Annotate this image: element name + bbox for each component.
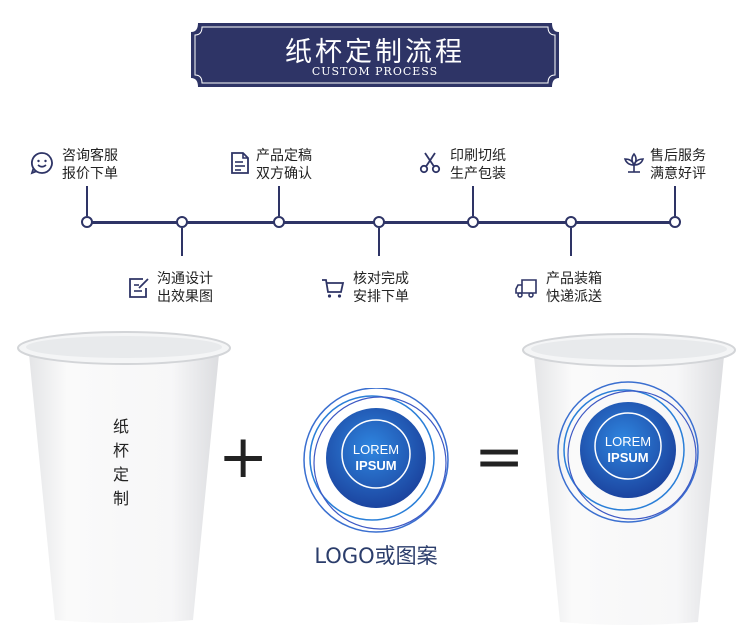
step-label: 产品定稿 (256, 148, 312, 164)
cup-label: 纸杯定制 (112, 417, 129, 508)
step-label: 售后服务 (650, 148, 706, 164)
logo-caption: LOGO或图案 (314, 544, 438, 568)
timeline-node (176, 216, 188, 228)
step-label: 咨询客服 (62, 148, 118, 164)
cart-icon (322, 279, 345, 298)
title-banner: 纸杯定制流程 CUSTOM PROCESS (188, 20, 562, 90)
equals-sign: = (474, 422, 525, 492)
timeline-stem (86, 186, 88, 216)
timeline-node (669, 216, 681, 228)
step-label: 生产包装 (450, 166, 506, 182)
edit-icon (129, 278, 149, 298)
logo-line2: IPSUM (355, 458, 396, 473)
smiley-chat-icon (30, 152, 53, 175)
step-label: 满意好评 (650, 166, 706, 182)
logo-line1: LOREM (605, 434, 651, 449)
timeline-node (81, 216, 93, 228)
timeline-stem (181, 228, 183, 256)
truck-icon (515, 279, 537, 298)
timeline-stem (278, 186, 280, 216)
logo-line2: IPSUM (607, 450, 648, 465)
timeline-stem (674, 186, 676, 216)
timeline-node (565, 216, 577, 228)
document-icon (231, 152, 249, 174)
step-label: 核对完成 (353, 271, 409, 287)
timeline-stem (570, 228, 572, 256)
banner-title: 纸杯定制流程 (285, 37, 465, 68)
step-label: 出效果图 (157, 289, 213, 305)
flower-icon (623, 152, 645, 173)
step-label: 安排下单 (353, 289, 409, 305)
timeline-node (273, 216, 285, 228)
step-label: 印刷切纸 (450, 148, 506, 164)
scissors-icon (419, 152, 441, 174)
step-label: 双方确认 (256, 166, 312, 182)
step-label: 沟通设计 (157, 271, 213, 287)
plain-cup (15, 328, 233, 628)
timeline-node (467, 216, 479, 228)
plus-sign: + (218, 422, 269, 492)
logo-line1: LOREM (353, 442, 399, 457)
step-label: 产品装箱 (546, 271, 602, 287)
logo-artwork: LOREM IPSUM (296, 387, 456, 542)
timeline-stem (472, 186, 474, 216)
step-label: 快递派送 (546, 289, 602, 305)
timeline-stem (378, 228, 380, 256)
timeline-node (373, 216, 385, 228)
step-label: 报价下单 (62, 166, 118, 182)
banner-subtitle: CUSTOM PROCESS (311, 65, 439, 78)
printed-cup: LOREM IPSUM (520, 330, 738, 630)
